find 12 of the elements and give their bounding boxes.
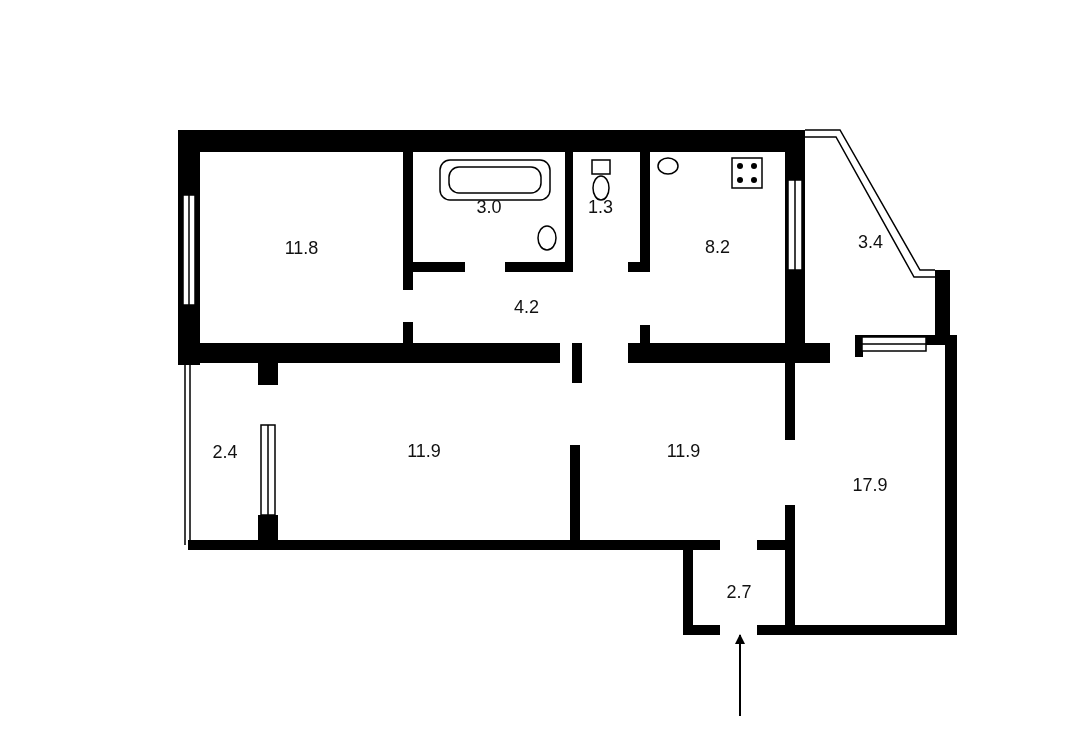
room-area-label: 2.7 — [726, 582, 752, 603]
room-area-label: 3.4 — [858, 231, 883, 253]
room-area-label: 11.9 — [666, 441, 701, 462]
room-area-label: 1.3 — [588, 196, 613, 218]
room-area-label: 4.2 — [514, 297, 539, 318]
room-area-label: 11.8 — [284, 238, 319, 259]
room-area-label: 8.2 — [705, 236, 730, 258]
room-area-label: 11.9 — [407, 441, 441, 462]
room-area-label: 17.9 — [852, 474, 888, 496]
entrance-arrow — [735, 634, 745, 717]
room-area-label: 3.0 — [476, 196, 502, 218]
room-area-label: 2.4 — [212, 442, 238, 463]
